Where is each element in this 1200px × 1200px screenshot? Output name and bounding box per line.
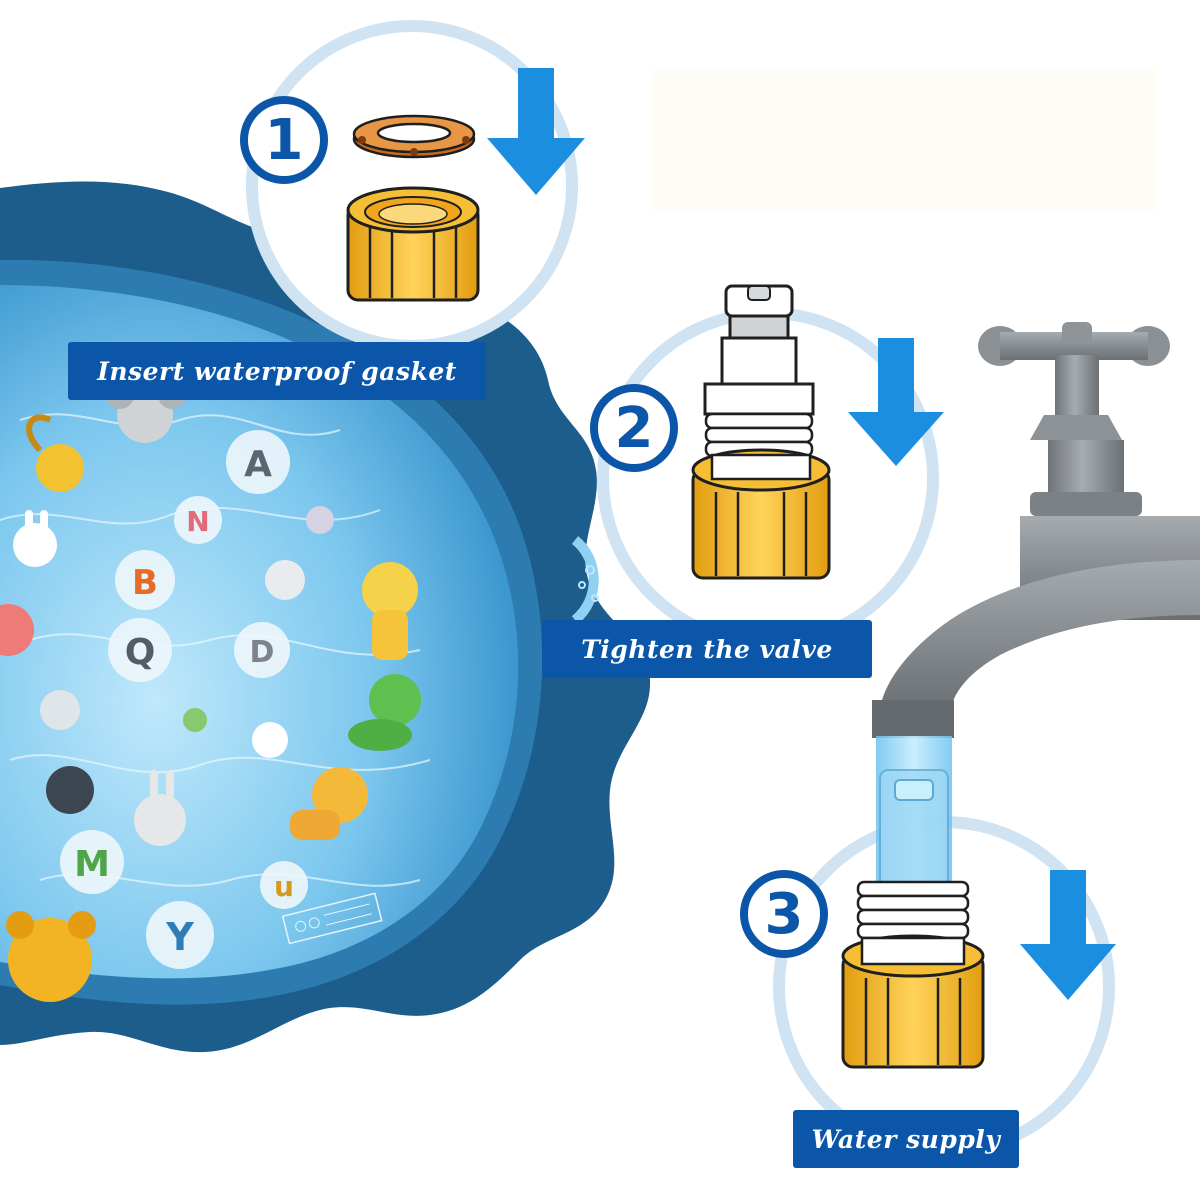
mat-letter: u bbox=[274, 870, 294, 903]
water-stream bbox=[876, 736, 952, 891]
step-2-number: 2 bbox=[590, 384, 678, 472]
mat-letter: N bbox=[186, 505, 209, 538]
mat-letter: D bbox=[250, 635, 275, 670]
step-3-label: Water supply bbox=[793, 1110, 1019, 1168]
faucet-icon bbox=[872, 322, 1200, 738]
mat-letter: A bbox=[244, 444, 272, 485]
step-1-number: 1 bbox=[240, 96, 328, 184]
down-arrow-icon bbox=[1020, 870, 1116, 1000]
safety-label-sticker bbox=[281, 892, 383, 945]
hose-connector-icon bbox=[691, 448, 831, 580]
gasket-ring-icon bbox=[352, 114, 476, 159]
valve-nozzle-icon bbox=[703, 284, 815, 458]
mat-letter: Q bbox=[125, 632, 156, 673]
valve-nozzle-icon bbox=[856, 880, 970, 940]
mat-letter: Y bbox=[165, 915, 194, 959]
step-3-number: 3 bbox=[740, 870, 828, 958]
down-arrow-icon bbox=[848, 338, 944, 466]
step-1-label: Insert waterproof gasket bbox=[68, 342, 486, 400]
mat-letter: B bbox=[132, 563, 158, 603]
mat-letter-bubbles: A N B Q D M u Y bbox=[60, 430, 308, 969]
down-arrow-icon bbox=[487, 68, 585, 195]
water-bubbles bbox=[571, 536, 599, 624]
hose-connector-icon bbox=[346, 186, 480, 302]
mat-letter: M bbox=[74, 844, 110, 885]
blank-panel bbox=[652, 70, 1157, 210]
step-2-label: Tighten the valve bbox=[542, 620, 872, 678]
hose-connector-icon bbox=[841, 934, 985, 1069]
